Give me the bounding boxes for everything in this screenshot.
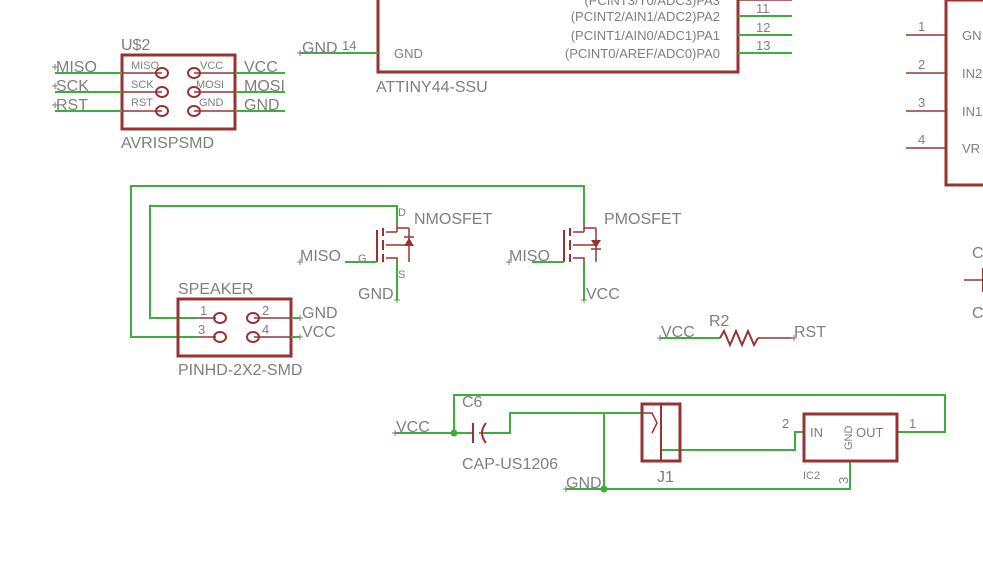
attiny-pin-label-pa2: (PCINT2/AIN1/ADC2)PA2 — [571, 9, 720, 24]
c6-value: CAP-US1206 — [462, 456, 558, 473]
speaker-pin-4: 4 — [262, 322, 269, 337]
right-part-pin-num-2: 2 — [918, 57, 925, 72]
speaker-pin-1: 1 — [200, 303, 207, 318]
attiny-pin-num-12: 12 — [756, 20, 770, 35]
attiny-gnd-net: GND — [302, 40, 338, 57]
r2-right-net: RST — [794, 324, 826, 341]
attiny-pin-label-pa1: (PCINT1/AIN0/ADC1)PA1 — [571, 28, 720, 43]
speaker-net-gnd: GND — [302, 305, 338, 322]
right-part-pin-num-1: 1 — [918, 19, 925, 34]
speaker-loop-wire-outer[interactable] — [130, 185, 585, 338]
attiny-pin-num-13: 13 — [756, 38, 770, 53]
ic2-pin-gnd: 3 — [836, 477, 851, 484]
isp-pin-miso: MISO — [131, 60, 160, 72]
top-loop-wire[interactable] — [453, 394, 946, 433]
isp-net-mosi: MOSI — [244, 78, 285, 95]
isp-pin-rst: RST — [131, 97, 153, 109]
isp-net-rst: RST — [56, 97, 88, 114]
isp-net-vcc: VCC — [244, 59, 278, 76]
r2-ref: R2 — [709, 313, 730, 330]
resistor-r2-symbol[interactable]: R2 VCC RST — [660, 313, 826, 348]
gnd-rail-wire[interactable] — [566, 461, 851, 490]
right-edge-cap-symbol[interactable]: C C — [964, 245, 983, 322]
right-part-pin-num-4: 4 — [918, 132, 925, 147]
right-part-pin-num-3: 3 — [918, 95, 925, 110]
j1-to-ic2-wire[interactable] — [662, 431, 804, 451]
nmos-name: NMOSFET — [414, 211, 492, 228]
pmos-source-net: VCC — [586, 286, 620, 303]
j1-ref: J1 — [657, 469, 674, 486]
attiny-pin-num-10: 10 — [756, 0, 770, 3]
speaker-net-vcc: VCC — [302, 324, 336, 341]
isp-value: AVRISPSMD — [121, 135, 214, 152]
jack-j1-symbol[interactable]: J1 — [640, 402, 682, 486]
right-part-pin-label-2: IN2 — [962, 66, 982, 81]
nmos-g-label: G — [358, 253, 367, 265]
r2-left-net: VCC — [661, 324, 695, 341]
attiny-pin-label-pa0: (PCINT0/AREF/ADC0)PA0 — [565, 46, 720, 61]
isp-net-miso: MISO — [56, 59, 97, 76]
c6-gnd-net: GND — [566, 475, 602, 492]
speaker-header-symbol[interactable]: SPEAKER 1 2 3 4 GND VCC PINHD-2X2-SMD — [176, 281, 338, 379]
nmosfet-symbol[interactable]: D G S NMOSFET MISO GND — [300, 207, 492, 303]
c6-vcc-net: VCC — [396, 419, 430, 436]
edge-label-c2: C — [972, 305, 983, 322]
ic2-in-label: IN — [810, 425, 823, 440]
junction-dot-vcc — [450, 429, 458, 437]
attiny-pin-num-11: 11 — [756, 1, 770, 16]
ic2-gnd-label: GND — [843, 426, 855, 451]
right-edge-part-symbol[interactable]: 1 2 3 4 GN IN2 IN1 VR — [906, 0, 983, 187]
isp-pin-vcc: VCC — [200, 60, 223, 72]
speaker-value: PINHD-2X2-SMD — [178, 362, 302, 379]
junction-dot-gnd — [600, 485, 608, 493]
ic2-pin-out: 1 — [909, 416, 916, 431]
ic2-ref: IC2 — [803, 470, 820, 482]
speaker-name: SPEAKER — [178, 281, 254, 298]
right-part-pin-label-3: IN1 — [962, 104, 982, 119]
speaker-pin-3: 3 — [198, 322, 205, 337]
right-part-pin-label-4: VR — [962, 141, 980, 156]
isp-net-gnd: GND — [244, 97, 280, 114]
nmos-gate-net: MISO — [300, 248, 341, 265]
cap-right-wire[interactable] — [483, 412, 642, 434]
ic2-out-label: OUT — [856, 425, 884, 440]
pmosfet-symbol[interactable]: PMOSFET MISO VCC — [509, 211, 682, 303]
regulator-ic2-symbol[interactable]: IN OUT GND 2 1 3 IC2 — [782, 412, 916, 484]
attiny-gnd-pin-label: GND — [394, 46, 423, 61]
isp-ref: U$2 — [121, 37, 150, 54]
isp-header-symbol[interactable]: U$2 MISO SCK RST VCC MOSI GND MISO SCK R… — [55, 37, 285, 152]
isp-net-sck: SCK — [56, 78, 89, 95]
speaker-pin-2: 2 — [262, 303, 269, 318]
pmos-gate-net: MISO — [509, 248, 550, 265]
isp-pin-sck: SCK — [131, 79, 154, 91]
nmos-d-label: D — [398, 207, 406, 219]
attiny-part-name: ATTINY44-SSU — [376, 79, 488, 96]
isp-pin-gnd: GND — [199, 97, 224, 109]
attiny-pin-label-pa3: (PCINT3/T0/ADC3)PA3 — [584, 0, 720, 8]
nmos-s-label: S — [398, 269, 405, 281]
origin-markers — [52, 50, 797, 492]
ic2-pin-in: 2 — [782, 416, 789, 431]
speaker-loop-wire-inner[interactable] — [149, 205, 398, 319]
attiny-gnd-pin-num: 14 — [342, 38, 356, 53]
right-part-pin-label-1: GN — [962, 28, 982, 43]
pmos-name: PMOSFET — [604, 211, 682, 228]
isp-pin-mosi: MOSI — [196, 79, 224, 91]
capacitor-c6-symbol[interactable]: C6 CAP-US1206 VCC GND — [396, 394, 602, 492]
c6-ref: C6 — [462, 394, 483, 411]
edge-label-c1: C — [972, 245, 983, 262]
attiny44-symbol[interactable]: (PCINT3/T0/ADC3)PA3 (PCINT2/AIN1/ADC2)PA… — [300, 0, 792, 96]
nmos-source-net: GND — [358, 286, 394, 303]
